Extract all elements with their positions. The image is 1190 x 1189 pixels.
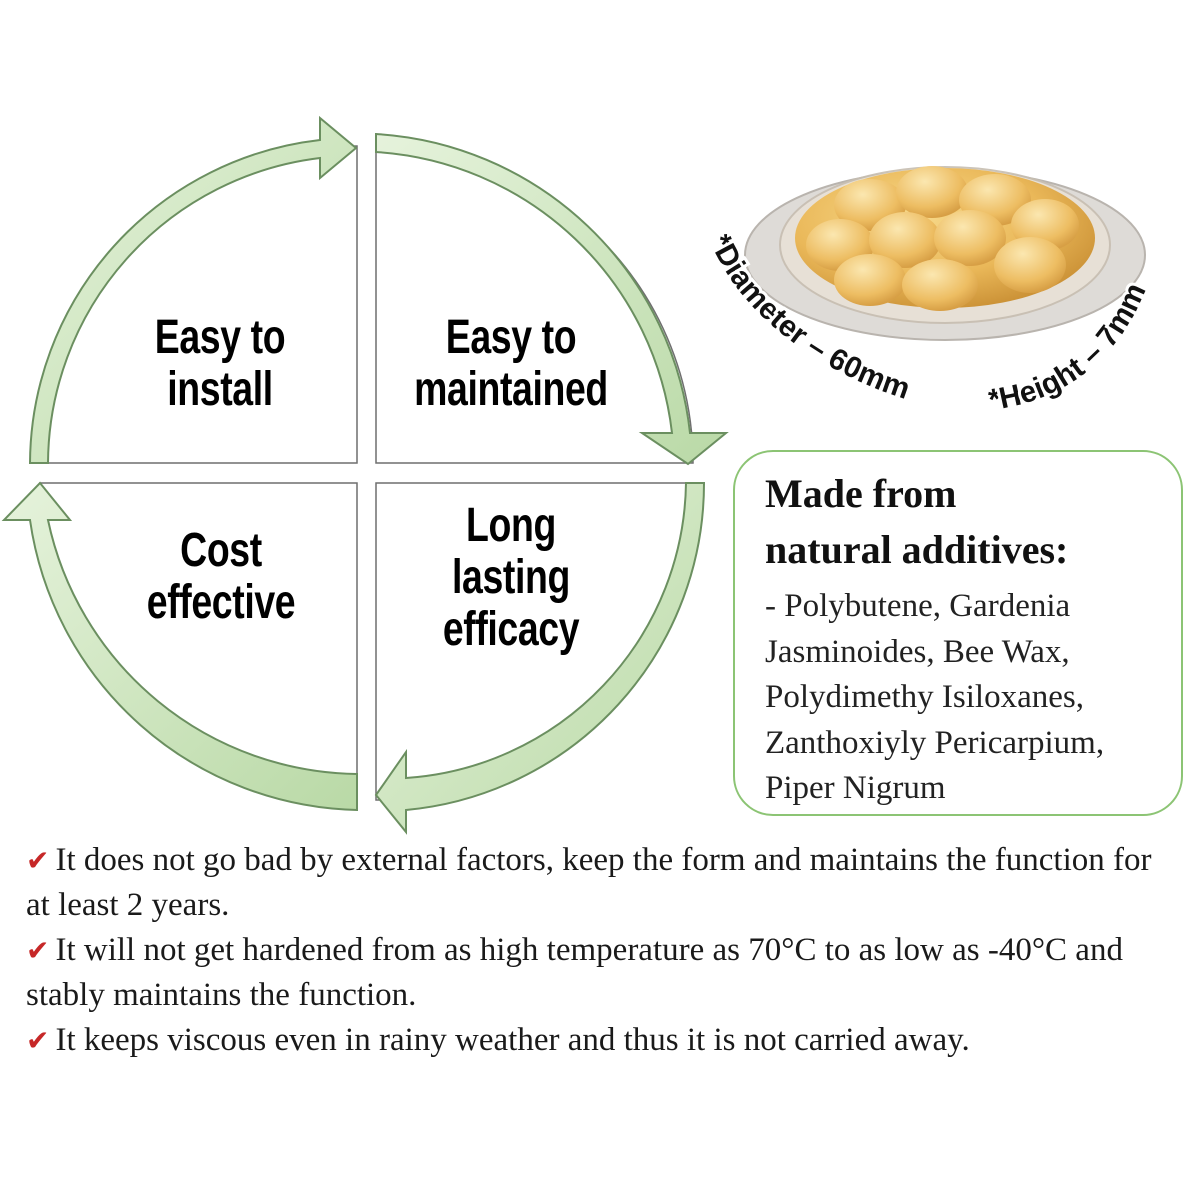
feature-text: It will not get hardened from as high te… <box>26 932 1123 1013</box>
label-line: efficacy <box>442 603 580 656</box>
feature-item: ✔It keeps viscous even in rainy weather … <box>26 1018 1176 1063</box>
label-line: maintained <box>414 363 608 416</box>
arrow-top-right <box>375 132 729 466</box>
materials-box: Made from natural additives: - Polybuten… <box>733 450 1183 816</box>
label-easy-to-maintained: Easy to maintained <box>406 312 617 416</box>
feature-list: ✔It does not go bad by external factors,… <box>26 838 1176 1063</box>
label-long-lasting-efficacy: Long lasting efficacy <box>424 500 597 656</box>
label-line: lasting <box>452 551 570 604</box>
feature-text: It keeps viscous even in rainy weather a… <box>55 1022 970 1058</box>
label-line: effective <box>146 576 296 629</box>
product-image: *Diameter – 60mm *Height – 7mm <box>700 166 1156 420</box>
label-easy-to-install: Easy to install <box>134 312 306 416</box>
checkmark-icon: ✔ <box>26 844 50 877</box>
arrow-top-left <box>28 115 358 464</box>
label-line: install <box>167 363 273 416</box>
checkmark-icon: ✔ <box>26 1024 50 1057</box>
materials-title-line1: Made from <box>765 471 957 516</box>
feature-item: ✔It will not get hardened from as high t… <box>26 928 1176 1018</box>
arrow-bottom-left <box>1 481 358 812</box>
wax-bumps <box>806 166 1079 311</box>
feature-text: It does not go bad by external factors, … <box>26 842 1152 923</box>
label-line: Cost <box>180 524 262 577</box>
label-line: Easy to <box>445 311 577 364</box>
label-line: Easy to <box>154 311 286 364</box>
cycle-diagram <box>1 115 729 835</box>
label-cost-effective: Cost effective <box>134 525 307 629</box>
feature-item: ✔It does not go bad by external factors,… <box>26 838 1176 928</box>
arrow-bottom-right <box>374 482 706 835</box>
materials-list: - Polybutene, Gardenia Jasminoides, Bee … <box>765 588 1105 806</box>
label-line: Long <box>466 499 556 552</box>
checkmark-icon: ✔ <box>26 934 50 967</box>
materials-title-line2: natural additives: <box>765 527 1069 572</box>
